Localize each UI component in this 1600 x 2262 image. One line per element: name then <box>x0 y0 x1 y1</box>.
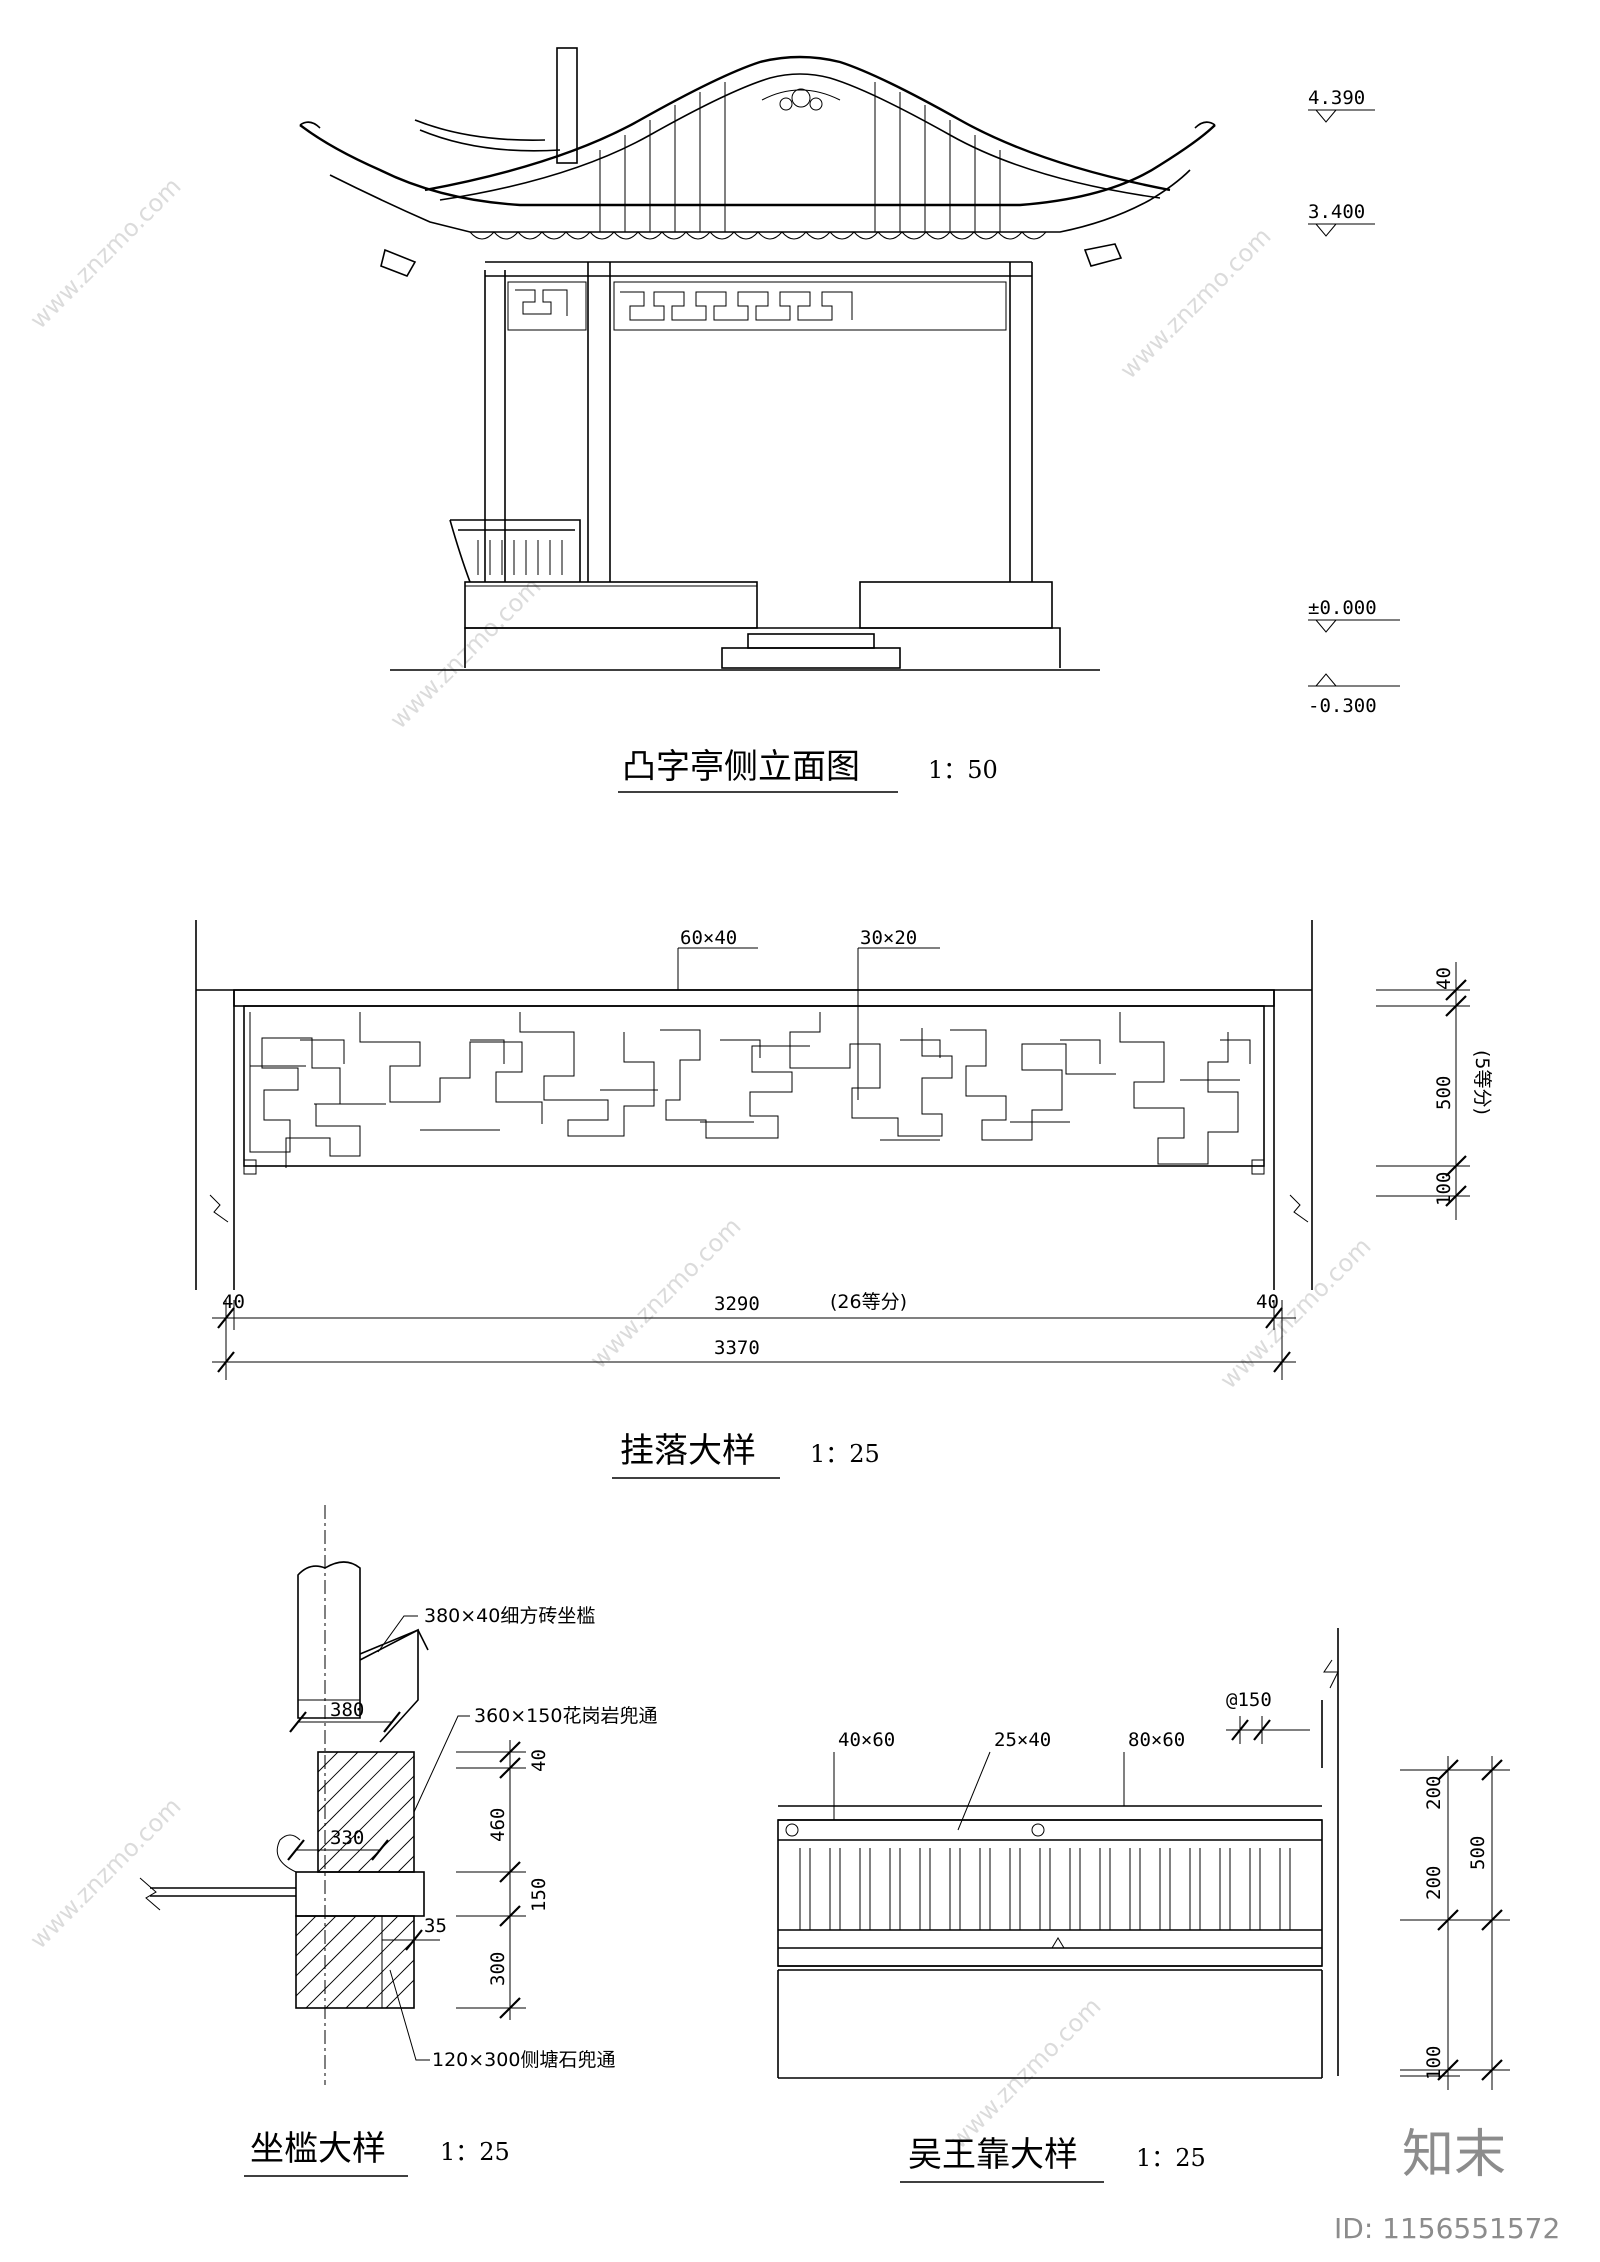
watermark-text: www.znzmo.com <box>24 172 186 334</box>
lattice-label-bar: 30×20 <box>860 927 917 949</box>
elevation-title: 凸字亭侧立面图 <box>622 747 860 787</box>
bench-scale: 1：25 <box>1136 2144 1206 2172</box>
sill-dim-35: 35 <box>424 1915 447 1937</box>
sill-note-3: 120×300侧塘石兜通 <box>432 2049 615 2071</box>
lattice-label-frame: 60×40 <box>680 927 737 949</box>
sill-title: 坐槛大样 <box>250 2129 386 2169</box>
bench-dim-500: 500 <box>1467 1836 1489 1870</box>
level-label: 4.390 <box>1308 87 1365 109</box>
level-label: ±0.000 <box>1308 597 1377 619</box>
watermark-text: www.znzmo.com <box>1214 1232 1376 1394</box>
level-label: -0.300 <box>1308 695 1377 717</box>
sill-dim-460: 460 <box>487 1808 509 1842</box>
bench-label-40x60: 40×60 <box>838 1729 895 1751</box>
pavilion-elevation: 4.390 3.400 ±0.000 -0.300 凸字亭侧立面图 1：50 <box>299 47 1400 793</box>
sill-dim-150: 150 <box>528 1878 550 1912</box>
bench-dim-200b: 200 <box>1423 1866 1445 1900</box>
bench-label-80x60: 80×60 <box>1128 1729 1185 1751</box>
dim-top: 40 <box>1433 967 1455 990</box>
sill-note-2: 360×150花岗岩兜通 <box>474 1705 657 1727</box>
dim-inner-div: (26等分) <box>830 1291 907 1313</box>
watermark-text: www.znzmo.com <box>944 1992 1106 2154</box>
bench-dim-100: 100 <box>1423 2046 1445 2080</box>
sill-note-1: 380×40细方砖坐槛 <box>424 1605 595 1627</box>
sill-dim-40: 40 <box>528 1749 550 1772</box>
sill-dim-380: 380 <box>330 1699 364 1721</box>
sill-dim-300: 300 <box>487 1952 509 1986</box>
watermark-text: www.znzmo.com <box>24 1792 186 1954</box>
lattice-scale: 1：25 <box>810 1440 880 1468</box>
lattice-title: 挂落大样 <box>620 1431 756 1471</box>
sill-detail: 380 330 40 460 150 300 35 380×40细方砖坐槛 36… <box>139 1505 657 2177</box>
level-label: 3.400 <box>1308 201 1365 223</box>
bench-dim-200a: 200 <box>1423 1776 1445 1810</box>
baluster-set <box>799 1848 1291 1930</box>
dim-total-width: 3370 <box>714 1337 760 1359</box>
watermark-layer: www.znzmo.com www.znzmo.com www.znzmo.co… <box>24 172 1376 2154</box>
dim-bottom: 100 <box>1433 1172 1455 1206</box>
dim-height: 500 <box>1433 1076 1455 1110</box>
level-marks: 4.390 3.400 ±0.000 -0.300 <box>1308 87 1400 717</box>
image-id: ID: 1156551572 <box>1334 2212 1560 2245</box>
sill-dim-330: 330 <box>330 1827 364 1849</box>
bench-label-25x40: 25×40 <box>994 1729 1051 1751</box>
watermark-text: www.znzmo.com <box>1114 222 1276 384</box>
sill-scale: 1：25 <box>440 2138 510 2166</box>
dim-height-div: (5等分) <box>1471 1050 1493 1115</box>
brand-logo: 知末 <box>1402 2125 1506 2185</box>
dim-side-left: 40 <box>222 1291 245 1313</box>
bench-spacing: @150 <box>1226 1689 1272 1711</box>
bench-back-detail: 40×60 25×40 80×60 @150 200 200 100 500 吴… <box>777 1628 1510 2183</box>
dim-side-right: 40 <box>1256 1291 1279 1313</box>
hanging-lattice-detail: 60×40 30×20 40 40 3290 (26等分) 3370 40 50… <box>195 920 1493 1479</box>
bench-title: 吴王靠大样 <box>908 2135 1078 2175</box>
lattice-pattern <box>249 1012 1251 1168</box>
dim-inner-width: 3290 <box>714 1293 760 1315</box>
elevation-scale: 1：50 <box>928 756 998 784</box>
